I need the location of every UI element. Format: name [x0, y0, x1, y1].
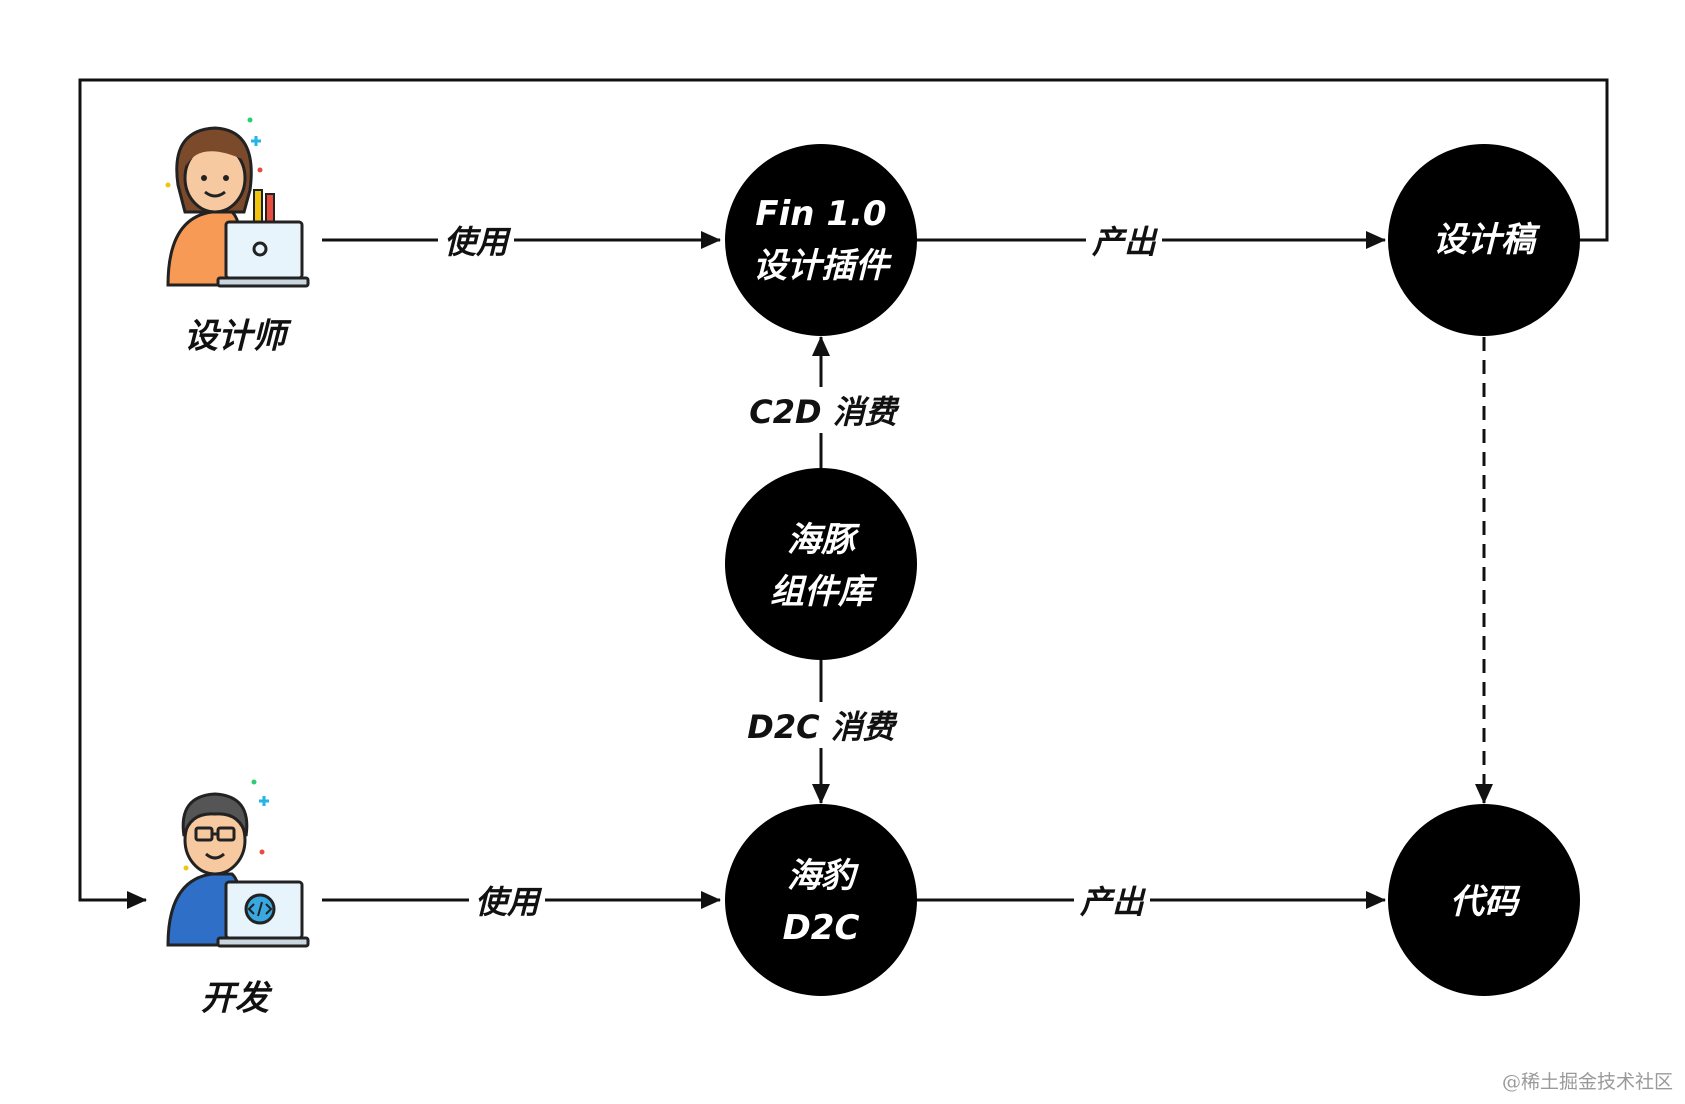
design-draft-node [1388, 144, 1580, 336]
fin-output-label: 产出 [1085, 217, 1163, 263]
fin-plugin-label: Fin 1.0 设计插件 [753, 188, 889, 292]
leopard-d2c-label: 海豹 D2C [783, 850, 860, 954]
watermark: @稀土掘金技术社区 [1501, 1071, 1673, 1093]
developer-label: 开发 [195, 970, 275, 1020]
code-node [1388, 804, 1580, 996]
designer-use-label: 使用 [437, 217, 515, 263]
leopard-label-line1: 海豹 [787, 856, 855, 896]
d2c-consume-label: D2C 消费 [741, 702, 901, 748]
dolphin-library-label: 海豚 组件库 [770, 514, 872, 618]
feedback-loop-edge [78, 78, 1609, 909]
dolphin-label-line2: 组件库 [770, 572, 872, 612]
designer-label: 设计师 [178, 308, 292, 358]
code-label: 代码 [1450, 882, 1518, 922]
fin-plugin-label-line1: Fin 1.0 [755, 194, 887, 234]
design-draft-label: 设计稿 [1433, 220, 1535, 260]
fin-plugin-node [725, 144, 917, 336]
leopard-d2c-node [725, 804, 917, 996]
developer-use-label: 使用 [468, 877, 546, 923]
leopard-output-label: 产出 [1073, 877, 1151, 923]
leopard-label-line2: D2C [782, 908, 860, 948]
c2d-consume-label: C2D 消费 [743, 387, 903, 433]
dolphin-label-line1: 海豚 [787, 520, 855, 560]
fin-plugin-label-line2: 设计插件 [753, 246, 889, 286]
developer-avatar [166, 779, 310, 948]
designer-avatar [165, 117, 310, 288]
dolphin-library-node [725, 468, 917, 660]
